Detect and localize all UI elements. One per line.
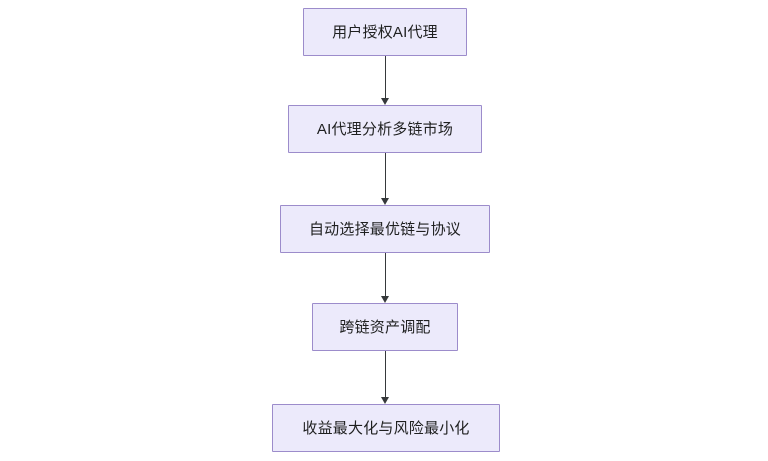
arrowhead-3 bbox=[380, 296, 389, 303]
flow-node-cross-chain-asset-allocation[interactable]: 跨链资产调配 bbox=[312, 303, 458, 351]
flow-node-label: 跨链资产调配 bbox=[339, 318, 431, 336]
flow-node-user-authorizes-agent[interactable]: 用户授权AI代理 bbox=[303, 8, 467, 56]
arrowhead-2 bbox=[380, 198, 389, 205]
connector-line-1 bbox=[385, 56, 386, 98]
connector-line-4 bbox=[385, 351, 386, 397]
arrowhead-4 bbox=[380, 397, 389, 404]
flow-node-label: 收益最大化与风险最小化 bbox=[302, 419, 470, 437]
flow-node-auto-select-chain-protocol[interactable]: 自动选择最优链与协议 bbox=[280, 205, 490, 253]
flow-node-agent-analyzes-markets[interactable]: AI代理分析多链市场 bbox=[288, 105, 482, 153]
flow-node-maximize-yield-minimize-risk[interactable]: 收益最大化与风险最小化 bbox=[272, 404, 500, 452]
connector-line-2 bbox=[385, 153, 386, 198]
connector-line-3 bbox=[385, 253, 386, 296]
arrowhead-1 bbox=[380, 98, 389, 105]
flow-node-label: 用户授权AI代理 bbox=[332, 23, 438, 41]
flow-node-label: 自动选择最优链与协议 bbox=[308, 220, 461, 238]
flow-node-label: AI代理分析多链市场 bbox=[316, 120, 454, 138]
